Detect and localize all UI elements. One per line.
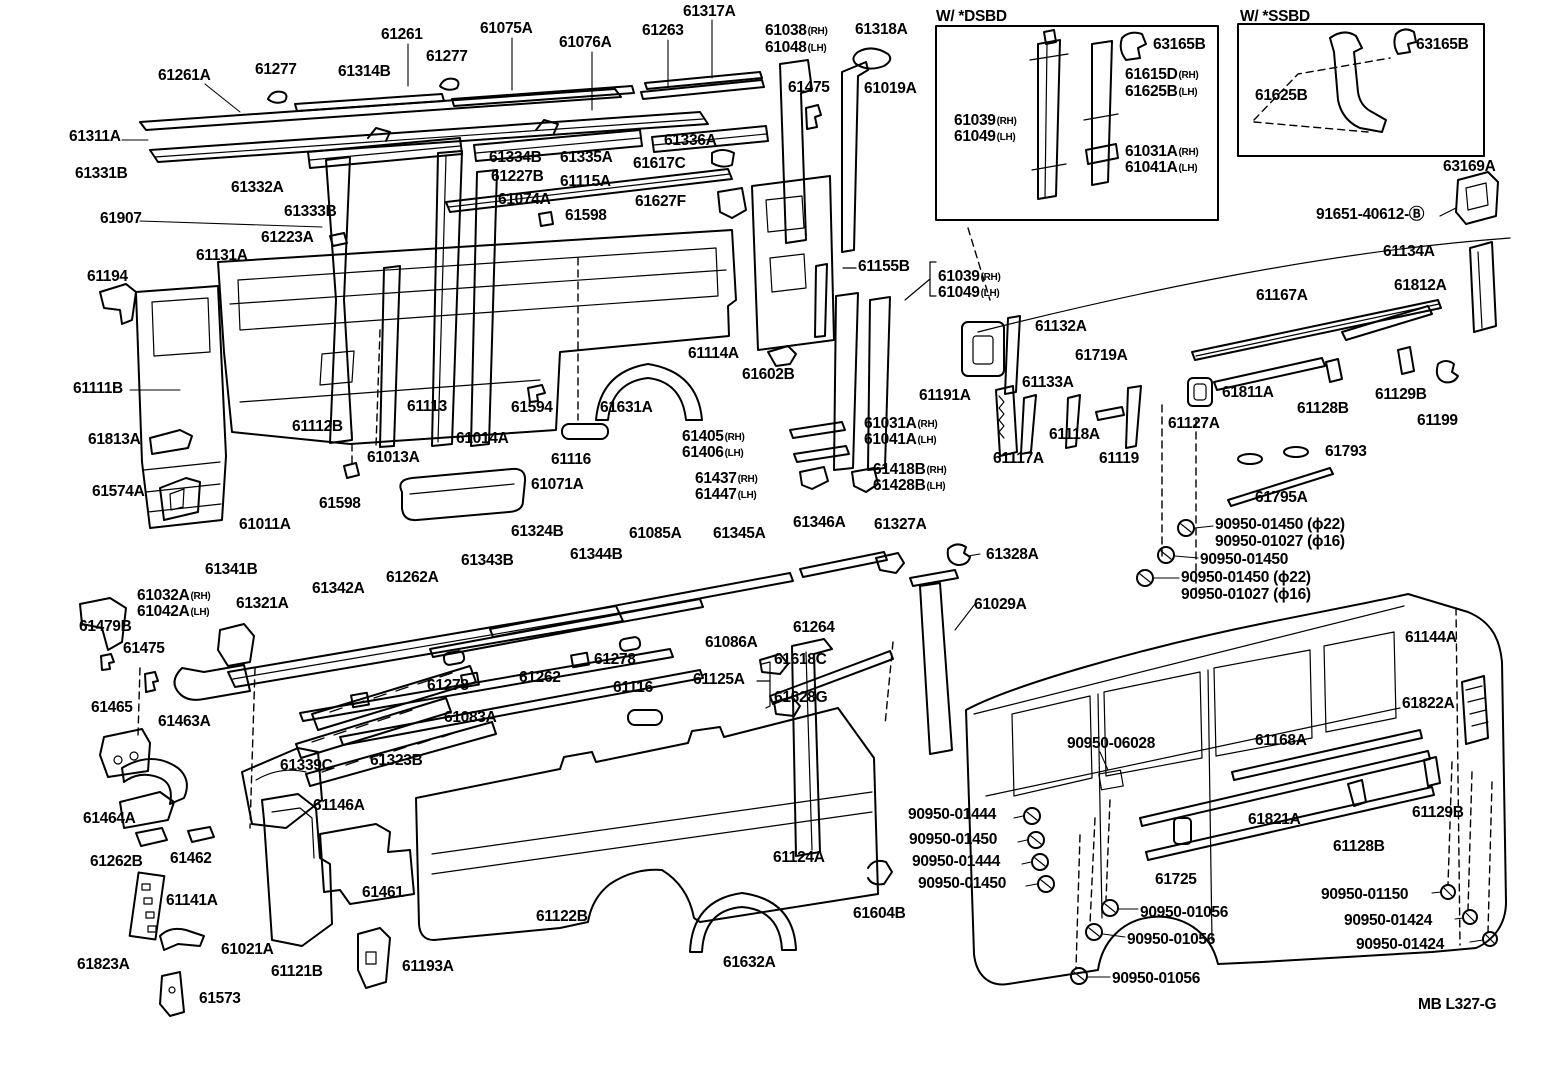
upper-quarter-panel <box>217 229 737 445</box>
right-rails <box>977 171 1511 507</box>
fasteners <box>1023 519 1498 985</box>
dashed-lines <box>137 227 1493 969</box>
van-body <box>965 593 1507 986</box>
upper-pillars <box>325 150 498 448</box>
center-pillar-cluster <box>751 59 937 471</box>
lower-quarter-panel <box>415 638 893 953</box>
lower-rail-band <box>173 543 971 755</box>
perforated-strips <box>241 665 497 829</box>
small-parts-right-middle <box>961 315 1213 457</box>
wheel-arch-flare-upper <box>595 363 703 421</box>
left-bracket-cluster <box>79 597 415 1017</box>
small-parts-top <box>99 47 892 522</box>
ssbd-inset-box <box>1237 23 1485 157</box>
top-rail-band <box>139 71 769 213</box>
dsbd-inset-box <box>935 25 1219 221</box>
leader-lines <box>121 19 1484 978</box>
front-lower-panel <box>135 285 227 529</box>
